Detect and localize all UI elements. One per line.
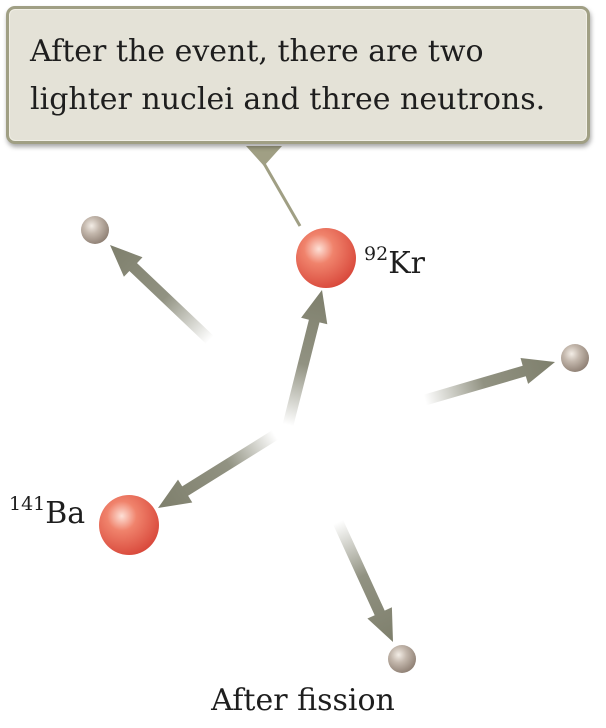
- callout-box: [6, 6, 590, 144]
- callout-line-2: lighter nuclei and three neutrons.: [30, 82, 546, 117]
- neutron-top-left: [81, 216, 109, 244]
- krypton-mass-number: 92: [364, 243, 389, 265]
- arrows-group: [110, 245, 555, 642]
- callout-pointer-tip: [246, 146, 282, 166]
- barium-nucleus: [99, 495, 159, 555]
- arrow-to-neutron-top-left: [110, 245, 214, 344]
- callout-pointer-line: [260, 159, 302, 227]
- arrow-to-neutron-bottom: [333, 519, 393, 642]
- arrow-to-krypton: [282, 290, 328, 427]
- neutron-bottom: [388, 645, 416, 673]
- barium-label: 141Ba: [9, 493, 86, 531]
- arrow-to-neutron-right: [423, 358, 555, 406]
- neutron-right: [561, 344, 589, 372]
- krypton-nucleus: [296, 228, 356, 288]
- barium-symbol: Ba: [45, 496, 86, 531]
- callout-line-1: After the event, there are two: [30, 34, 484, 69]
- callout-text: After the event, there are two lighter nu…: [30, 28, 590, 124]
- caption: After fission: [211, 683, 395, 718]
- krypton-label: 92Kr: [364, 243, 425, 281]
- krypton-symbol: Kr: [388, 246, 425, 281]
- barium-mass-number: 141: [9, 493, 46, 515]
- arrow-to-barium: [158, 430, 278, 508]
